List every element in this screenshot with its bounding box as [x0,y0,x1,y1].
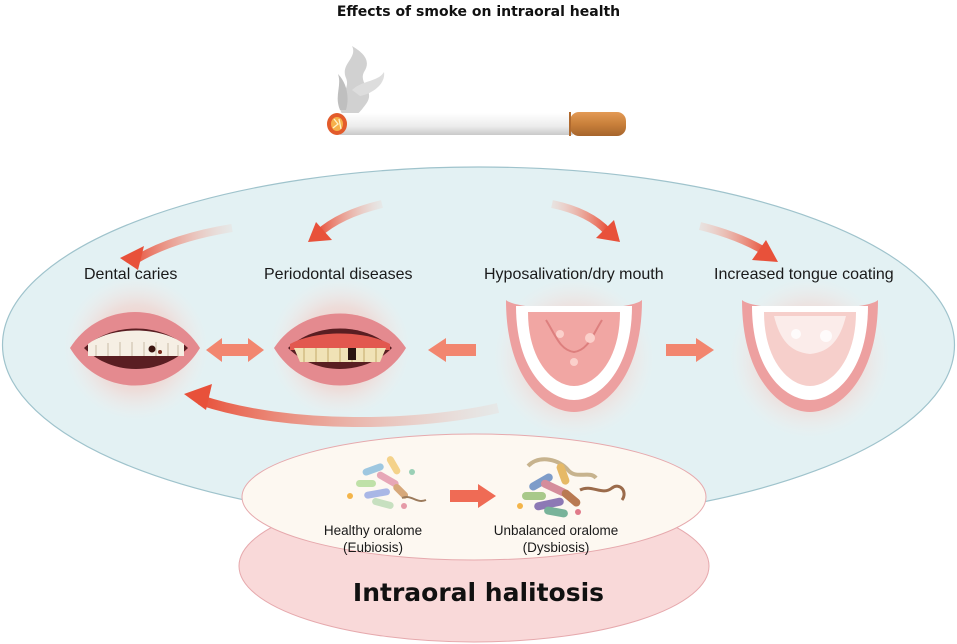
label-periodontal-diseases: Periodontal diseases [264,266,413,283]
healthy-oralome-title: Healthy oralome [323,523,423,538]
label-tongue-coating: Increased tongue coating [714,266,894,283]
drymouth-illustration [506,300,642,412]
effect-arrows [120,200,778,270]
caries-mouth-illustration [70,312,200,386]
label-hyposalivation: Hyposalivation/dry mouth [484,266,664,283]
dysbiosis-bacteria-icon [517,457,626,518]
label-dental-caries: Dental caries [84,266,178,283]
arrow-drymouth-to-periodontal [428,338,476,362]
tongue-coating-illustration [742,300,878,412]
arrow-eubiosis-to-dysbiosis [450,484,496,508]
unbalanced-oralome-subtitle: (Dysbiosis) [522,540,590,555]
periodontal-mouth-illustration [274,313,406,386]
smoke-icon [337,46,385,118]
healthy-bacteria-icon [347,456,427,509]
arrow-drymouth-to-caries [198,395,500,427]
arrow-drymouth-to-tongue [666,338,714,362]
label-healthy-oralome: Healthy oralome (Eubiosis) [318,522,428,556]
label-unbalanced-oralome: Unbalanced oralome (Dysbiosis) [486,522,626,556]
double-arrow-caries-periodontal [206,338,264,362]
unbalanced-oralome-title: Unbalanced oralome [493,523,619,538]
figure-title: Effects of smoke on intraoral health [336,4,621,20]
cigarette-icon [327,112,626,136]
healthy-oralome-subtitle: (Eubiosis) [342,540,404,555]
link-arrows [184,338,714,508]
outcome-label: Intraoral halitosis [352,578,605,607]
